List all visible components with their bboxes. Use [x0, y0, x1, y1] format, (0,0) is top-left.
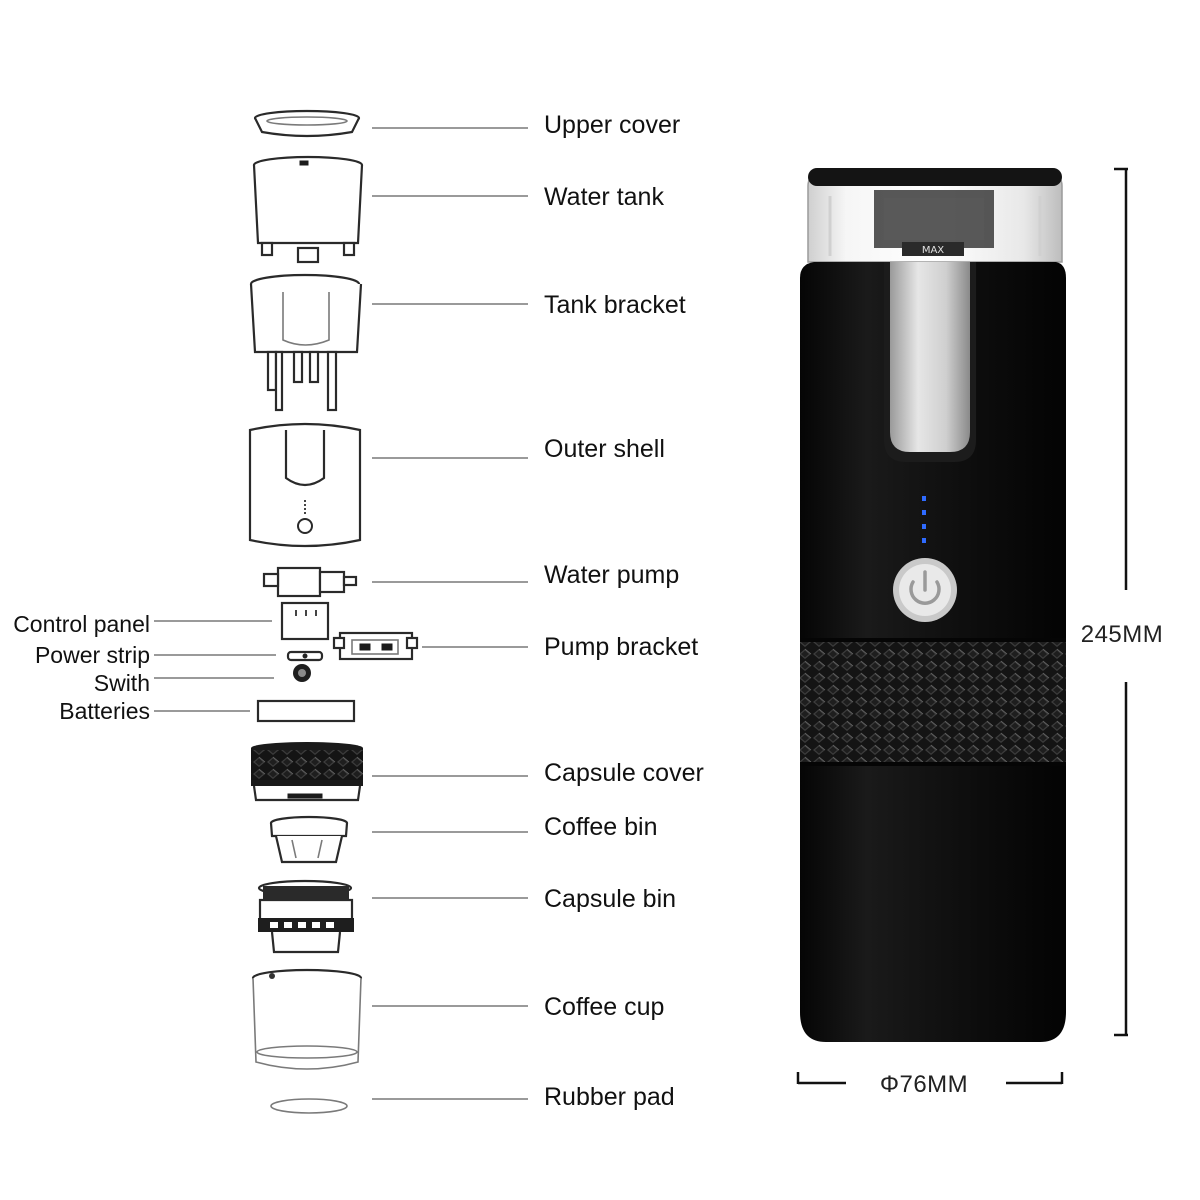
power-icon: [909, 580, 941, 605]
water-pump-part: [262, 566, 358, 598]
switch-part: [293, 664, 311, 682]
coffee-bin-part: [269, 815, 349, 864]
water-tank-part: [252, 155, 364, 264]
label-power-strip: Power strip: [35, 642, 150, 668]
max-fill-mark: MAX: [922, 245, 944, 256]
power-strip-part: [286, 650, 324, 662]
label-coffee-cup: Coffee cup: [544, 993, 664, 1021]
coffee-cup-part: [251, 968, 363, 1070]
label-batteries: Batteries: [59, 698, 150, 724]
assembled-coffee-maker: MAX: [800, 168, 1066, 1042]
power-button: [893, 558, 957, 622]
height-dimension: 245MM: [1081, 167, 1164, 1037]
diameter-value: Φ76MM: [880, 1071, 968, 1098]
label-outer-shell: Outer shell: [544, 435, 665, 463]
label-capsule-cover: Capsule cover: [544, 759, 704, 787]
label-coffee-bin: Coffee bin: [544, 813, 658, 841]
part-labels-right: Upper cover Water tank Tank bracket Oute…: [544, 111, 704, 1111]
rubber-pad-part: [270, 1098, 348, 1114]
label-pump-bracket: Pump bracket: [544, 633, 698, 661]
batteries-part: [256, 699, 356, 723]
label-tank-bracket: Tank bracket: [544, 291, 686, 319]
capsule-bin-part: [257, 879, 354, 954]
tank-bracket-part: [249, 273, 363, 412]
part-labels-left: Control panel Power strip Swith Batterie…: [13, 611, 150, 724]
label-rubber-pad: Rubber pad: [544, 1083, 675, 1111]
outer-shell-part: [248, 422, 362, 548]
label-water-pump: Water pump: [544, 561, 679, 589]
label-control-panel: Control panel: [13, 611, 150, 637]
label-capsule-bin: Capsule bin: [544, 885, 676, 913]
capsule-cover-part: [251, 742, 363, 802]
control-panel-part: [280, 601, 330, 641]
label-switch: Swith: [94, 670, 150, 696]
leader-lines: [154, 127, 528, 1100]
upper-cover-part: [253, 109, 361, 138]
height-value: 245MM: [1081, 621, 1164, 648]
label-upper-cover: Upper cover: [544, 111, 680, 139]
diameter-dimension: Φ76MM: [796, 1071, 1064, 1098]
battery-indicator-leds: [922, 496, 926, 543]
pump-bracket-part: [332, 631, 419, 661]
knurled-grip: [800, 638, 1066, 766]
label-water-tank: Water tank: [544, 183, 664, 211]
